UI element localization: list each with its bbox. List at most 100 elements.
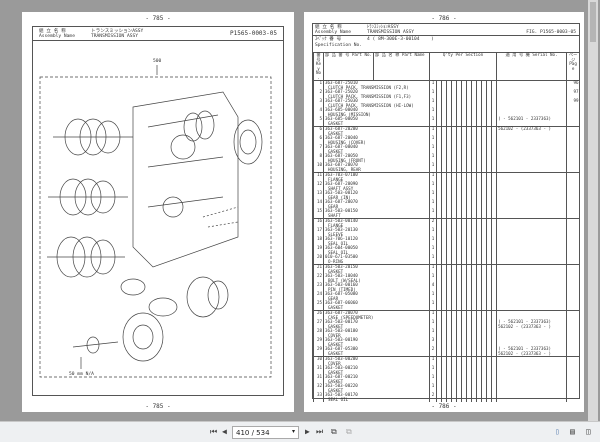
part-number: 363-503-00220	[325, 383, 358, 388]
serial-cell	[496, 228, 567, 237]
section-cell	[481, 108, 487, 117]
section-cell	[456, 191, 462, 200]
section-cell	[486, 310, 492, 320]
section-cell	[490, 108, 497, 117]
part-number: 363-503-00190	[325, 337, 358, 342]
section-cell	[486, 108, 492, 117]
section-cell	[461, 375, 467, 384]
key-no: 28	[313, 328, 324, 338]
section-cell	[461, 356, 467, 366]
next-page-icon[interactable]: ▶	[305, 427, 310, 436]
section-cell	[461, 228, 467, 237]
section-cell	[436, 117, 442, 127]
section-cell	[471, 154, 477, 163]
section-cell	[461, 209, 467, 219]
section-cell	[466, 320, 472, 329]
section-cell	[476, 80, 482, 90]
serial-cell	[496, 90, 567, 99]
section-cell	[481, 126, 487, 136]
section-cell	[441, 384, 447, 393]
part-name: GASKET	[328, 378, 344, 384]
scrollbar-thumb[interactable]	[590, 2, 596, 42]
page-number-input[interactable]: 410 / 534▾	[232, 426, 299, 439]
section-cell	[441, 191, 447, 200]
assembly-name-jp: トランスミッションASSY	[91, 29, 144, 34]
key-no: 21	[313, 264, 324, 274]
paste-icon[interactable]: ⧉	[346, 427, 352, 436]
previous-page-icon[interactable]: ◀	[222, 427, 227, 436]
quantity: 1	[429, 135, 437, 145]
section-cell	[436, 90, 442, 99]
part-number: 363-503-00170	[325, 319, 358, 324]
copy-page-icon[interactable]: ⧉	[331, 427, 337, 436]
section-cell	[490, 320, 497, 329]
section-cell	[436, 356, 442, 366]
assembly-name-en: TRANSMISSION ASSY	[91, 34, 139, 39]
section-cell	[456, 283, 462, 292]
section-cell	[476, 209, 482, 219]
section-cell	[471, 393, 477, 402]
quantity: 1	[429, 107, 437, 117]
section-cell	[486, 264, 492, 274]
part-number: 010-671-03500	[325, 254, 358, 259]
section-cell	[441, 375, 447, 384]
section-cell	[451, 191, 457, 200]
page-ref	[566, 209, 580, 219]
part-number: 363-503-00140	[325, 218, 358, 223]
section-cell	[481, 136, 487, 145]
section-cell	[486, 246, 492, 255]
serial-cell	[496, 393, 567, 402]
single-page-view-icon[interactable]: ▯	[555, 427, 560, 436]
section-cell	[441, 274, 447, 283]
section-cell	[451, 90, 457, 99]
section-cell	[486, 338, 492, 347]
section-cell	[490, 99, 497, 108]
section-cell	[446, 209, 452, 219]
parts-table: 番号 Key No. 部 品 番 号 Part No. 部 品 名 称 Part…	[313, 52, 581, 402]
section-cell	[490, 172, 497, 182]
section-cell	[436, 182, 442, 191]
section-cell	[456, 301, 462, 311]
clutch-pack-3	[47, 236, 125, 278]
vertical-scrollbar[interactable]	[588, 0, 598, 421]
section-cell	[471, 145, 477, 154]
chevron-down-icon[interactable]: ▾	[291, 428, 295, 435]
section-cell	[471, 136, 477, 145]
section-cell	[490, 301, 497, 311]
section-cell	[451, 117, 457, 127]
key-no: 6	[313, 135, 324, 145]
continuous-view-icon[interactable]: ▤	[570, 427, 575, 436]
section-cell	[446, 246, 452, 255]
section-cell	[476, 347, 482, 357]
section-cell	[436, 200, 442, 209]
section-cell	[461, 80, 467, 90]
first-page-icon[interactable]: ⏮	[210, 427, 218, 436]
section-cell	[466, 283, 472, 292]
page-ref	[566, 218, 580, 228]
page-786: - 786 - 組 立 名 称 Assembly Name ﾄﾗﾝｽﾐｯｼｮﾝA…	[304, 12, 584, 412]
section-cell	[461, 329, 467, 338]
two-page-view-icon[interactable]: ◫	[586, 427, 591, 436]
section-cell	[461, 347, 467, 357]
last-page-icon[interactable]: ⏭	[316, 427, 324, 436]
part-number: 363-503-20150	[325, 264, 358, 269]
part-number: 363-687-25030	[325, 98, 358, 103]
section-cell	[436, 80, 442, 90]
part-name: COVER	[328, 360, 341, 366]
section-cell	[456, 154, 462, 163]
section-cell	[476, 136, 482, 145]
section-cell	[466, 108, 472, 117]
section-cell	[471, 274, 477, 283]
part-number: 363-503-00160	[325, 282, 358, 287]
page-ref	[566, 301, 580, 311]
section-cell	[446, 264, 452, 274]
section-cell	[441, 108, 447, 117]
section-cell	[441, 163, 447, 173]
section-cell	[456, 292, 462, 301]
